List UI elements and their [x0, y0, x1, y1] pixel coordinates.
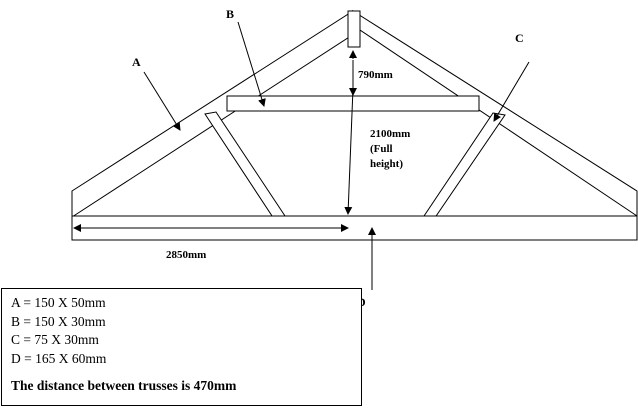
right-strut — [419, 112, 506, 223]
callout-arrow-c — [493, 61, 530, 122]
legend-item-a: A = 150 X 50mm — [11, 295, 106, 310]
dimensions-legend: A = 150 X 50mm B = 150 X 30mm C = 75 X 3… — [1, 288, 362, 406]
label-a: A — [132, 55, 141, 69]
legend-item-b: B = 150 X 30mm — [11, 313, 106, 329]
half-span-label: 2850mm — [166, 249, 206, 261]
legend-item-d: D = 165 X 60mm — [11, 350, 107, 366]
callout-arrow-a — [143, 71, 181, 131]
label-b: B — [226, 7, 234, 21]
label-c: C — [515, 31, 524, 45]
height-dimension-arrow — [344, 87, 354, 215]
truss-spacing-note: The distance between trusses is 470mm — [11, 378, 237, 393]
left-strut — [204, 111, 290, 223]
full-height-label-2: (Full — [370, 143, 393, 155]
legend-item-c: C = 75 X 30mm — [11, 332, 99, 347]
top-gap-label: 790mm — [358, 69, 393, 81]
king-post-block — [347, 10, 361, 48]
callout-arrow-b — [237, 21, 266, 107]
full-height-label-1: 2100mm — [370, 128, 410, 140]
full-height-label-3: height) — [370, 158, 403, 170]
